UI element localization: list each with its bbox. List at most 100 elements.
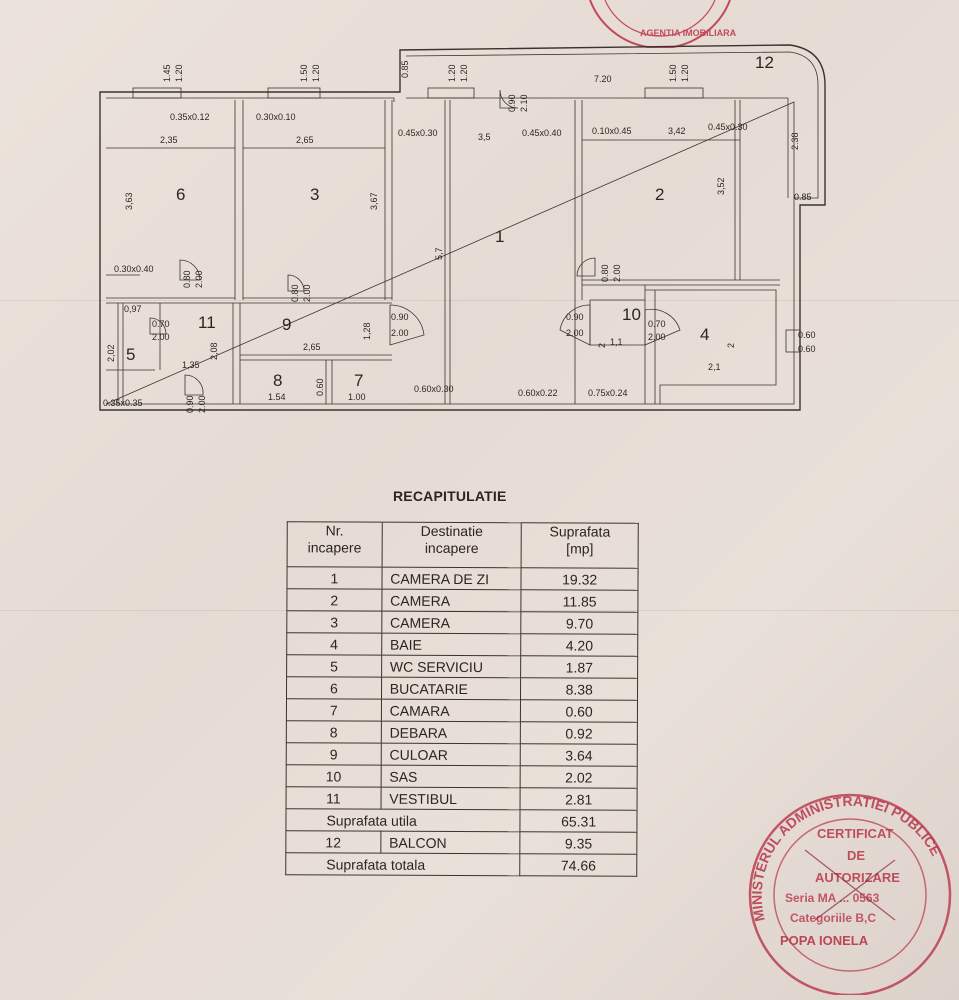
dimension-label: 2.38	[790, 132, 800, 150]
row-nr: 11	[286, 786, 381, 810]
stamp-line: AUTORIZARE	[815, 870, 900, 885]
room-number: 9	[282, 315, 291, 334]
dimension-label: 2	[726, 343, 736, 348]
dimension-label: 7.20	[594, 74, 612, 84]
dimension-label: 0.30x0.10	[256, 112, 296, 122]
dimension-label: 2.00	[302, 284, 312, 302]
agency-stamp-text: AGENTIA IMOBILIARA	[640, 28, 737, 38]
dimension-label: 2.10	[519, 94, 529, 112]
row-area: 4.20	[521, 633, 638, 657]
row-area: 8.38	[520, 677, 638, 701]
dimension-label: 0.45x0.40	[522, 128, 562, 138]
stamp-line: POPA IONELA	[780, 933, 869, 948]
dimension-label: 0.80	[290, 284, 300, 302]
row-nr: 5	[286, 654, 382, 678]
dimension-label: 1.20	[680, 64, 690, 82]
row-area: 11.85	[521, 589, 638, 613]
row-nr: 3	[286, 610, 382, 634]
row-destination: CAMERA	[381, 589, 522, 612]
dimension-label: 2.00	[152, 332, 170, 342]
useful-area-label: Suprafata utila	[285, 808, 521, 832]
row-nr: 1	[286, 566, 382, 590]
dimension-label: 0.70	[152, 319, 170, 329]
dimension-label: 0.60	[798, 344, 816, 354]
total-area-label: Suprafata totala	[285, 852, 521, 876]
stamp-line: DE	[847, 848, 865, 863]
total-area-value: 74.66	[520, 853, 637, 877]
row-destination: DEBARA	[381, 721, 521, 744]
dimension-label: 1.54	[268, 392, 286, 402]
dimension-label: 0.45x0.30	[708, 122, 748, 132]
row-destination: CULOAR	[380, 743, 521, 766]
dimension-label: 1,35	[182, 360, 200, 370]
recap-title: RECAPITULATIE	[393, 488, 507, 504]
dimension-label: 2,02	[106, 344, 116, 362]
row-area: 1.87	[520, 655, 638, 679]
room-number: 3	[310, 185, 319, 204]
room-number: 1	[495, 227, 504, 246]
row-area: 0.60	[520, 699, 638, 723]
total-area-row: Suprafata totala 74.66	[285, 852, 637, 877]
row-nr: 9	[286, 742, 382, 766]
dimension-label: 0.80	[600, 264, 610, 282]
row-destination: BAIE	[381, 633, 522, 656]
room-number: 11	[198, 313, 216, 332]
dimension-label: 1.00	[348, 392, 366, 402]
dimension-label: 1.20	[311, 64, 321, 82]
dimension-label: 2	[597, 343, 607, 348]
col-header-nr-text: Nr. incapere	[307, 522, 362, 556]
dimension-label: 3,67	[369, 192, 379, 210]
stamp-line: Categoriile B,C	[790, 911, 876, 925]
row-nr: 7	[286, 698, 382, 722]
paper-crease	[0, 610, 959, 611]
dimension-label: 2.00	[197, 395, 207, 413]
room-number: 6	[176, 185, 185, 204]
dimension-label: 1,28	[362, 322, 372, 340]
table-header-row: Nr. incapere Destinatie incapere Suprafa…	[287, 521, 639, 569]
dimension-label: 1.50	[668, 64, 678, 82]
row-area: 2.02	[520, 765, 638, 789]
row-area: 9.70	[521, 611, 638, 635]
dimension-label: 0,97	[124, 304, 142, 314]
dimension-label: 2,1	[708, 362, 721, 372]
dimension-label: 0.75x0.24	[588, 388, 628, 398]
room-number: 5	[126, 345, 135, 364]
room-number: 4	[700, 325, 709, 344]
dimension-label: 2.00	[612, 264, 622, 282]
useful-area-row: Suprafata utila 65.31	[285, 808, 638, 833]
dimension-label: 0.45x0.30	[398, 128, 438, 138]
dimension-label: 1.20	[174, 64, 184, 82]
dimension-label: 0.85	[794, 192, 812, 202]
dimension-label: 3,5	[478, 132, 491, 142]
dimension-label: 2.00	[194, 270, 204, 288]
room-number: 12	[755, 53, 774, 72]
dimension-label: 0.70	[648, 319, 666, 329]
dimension-label: 1.45	[162, 64, 172, 82]
dimension-label: 2.00	[566, 328, 584, 338]
dimension-label: 1.50	[299, 64, 309, 82]
col-header-area-text: Suprafata [mp]	[549, 523, 611, 557]
ministry-stamp: MINISTERUL ADMINISTRATIEI PUBLICE CERTIF…	[749, 793, 952, 995]
stamp-line: CERTIFICAT	[817, 826, 893, 841]
room-number: 10	[622, 305, 641, 324]
dimension-label: 0.90	[507, 94, 517, 112]
paper-crease	[0, 300, 959, 301]
dimension-label: 2.00	[391, 328, 409, 338]
row-nr: 2	[286, 588, 382, 612]
col-header-dest: Destinatie incapere	[381, 522, 522, 568]
row-area: 3.64	[520, 743, 638, 767]
dimension-label: 1.20	[447, 64, 457, 82]
balcony-nr: 12	[285, 830, 381, 854]
